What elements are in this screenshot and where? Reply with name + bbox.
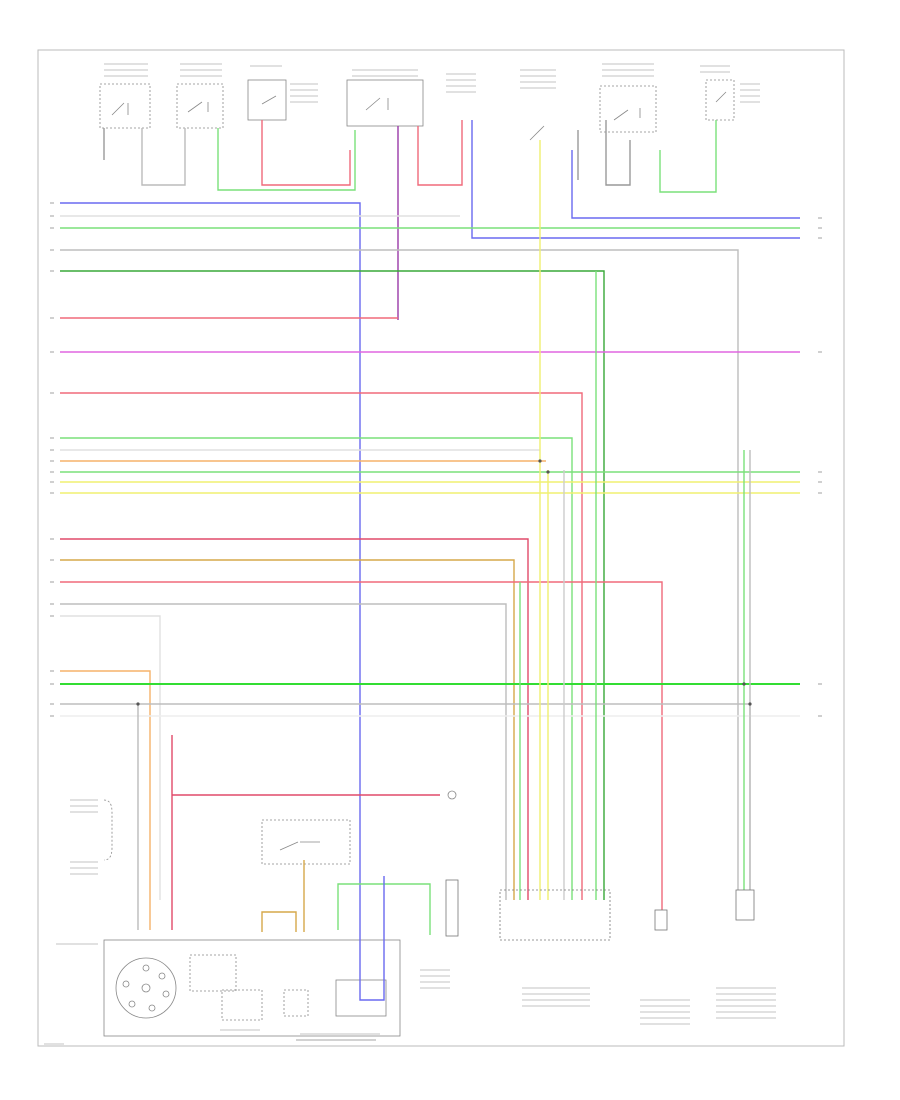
vertical-drops <box>137 140 751 930</box>
wire-red-h8 <box>60 392 583 900</box>
wire-blue-t2 <box>571 150 800 219</box>
top-components <box>99 79 735 141</box>
wire-green-h9 <box>60 437 573 900</box>
ignition-module <box>189 954 237 992</box>
switch-symbol-7 <box>715 91 727 103</box>
junctions <box>136 459 752 706</box>
wire-gray-t4 <box>605 120 631 186</box>
horizontal-wires <box>60 202 800 930</box>
switch-symbol-6 <box>613 108 641 121</box>
wire-light-h19 <box>60 615 161 900</box>
component-box-2 <box>176 83 224 129</box>
switch-symbol-4 <box>365 97 389 111</box>
switch-symbol-1 <box>111 102 129 116</box>
bottom-connector-blocks <box>445 879 755 941</box>
switch-symbol-3 <box>261 95 277 105</box>
lower-left-components <box>103 790 457 1041</box>
relay-switch <box>279 841 320 851</box>
wire-gray-h22 <box>60 703 751 900</box>
distributor-box <box>103 939 401 1037</box>
wire-red-t2 <box>417 120 463 186</box>
dashed-bracket <box>103 799 113 861</box>
tan-wire-loop <box>261 911 297 932</box>
switch-symbol-5 <box>529 125 545 141</box>
wire-red-t1 <box>261 120 351 186</box>
component-box-6 <box>705 79 735 121</box>
wire-gray-t2 <box>141 128 186 186</box>
top-vertical-wires <box>103 120 800 320</box>
top-captions <box>104 63 760 103</box>
wire-gray-h18 <box>60 603 507 900</box>
wire-gray-h4 <box>60 249 739 900</box>
lower-captions <box>44 799 776 1045</box>
wire-orange-h20 <box>60 670 151 930</box>
wire-green-t1 <box>217 128 356 191</box>
left-connectors <box>50 202 54 717</box>
wire-green-h5 <box>60 270 605 900</box>
sensor-box <box>283 989 309 1017</box>
wire-blue-t1 <box>471 120 800 239</box>
blue-lower-drop <box>359 876 385 1001</box>
wire-green-t2 <box>659 120 717 193</box>
relay-box <box>261 819 351 865</box>
switch-symbol-2 <box>187 101 209 113</box>
wire-blue-h1 <box>60 202 361 900</box>
ignition-coil <box>221 989 263 1021</box>
distributor-cap <box>115 957 177 1019</box>
component-box-4 <box>346 79 424 127</box>
wire-tan-h16 <box>60 559 515 900</box>
wire-pink-h17 <box>60 581 663 910</box>
component-box-1 <box>99 83 151 129</box>
component-box-5 <box>599 85 657 133</box>
right-connectors <box>818 217 822 717</box>
crank-sensor <box>335 979 387 1017</box>
ground-point <box>447 790 457 800</box>
wire-red-h15 <box>60 538 529 900</box>
diagram-frame <box>37 49 845 1047</box>
component-box-3 <box>247 79 287 121</box>
